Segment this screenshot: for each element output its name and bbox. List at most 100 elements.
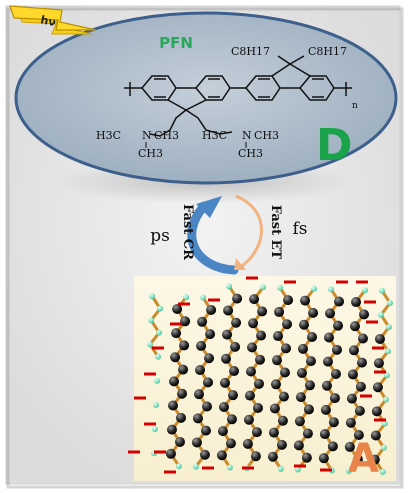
negative-charge bbox=[320, 468, 332, 472]
carbon-atom bbox=[304, 380, 315, 391]
carbon-atom bbox=[352, 454, 363, 465]
carbon-atom bbox=[269, 403, 280, 414]
negative-charge bbox=[374, 370, 386, 374]
carbon-atom bbox=[296, 367, 307, 378]
carbon-atom bbox=[305, 356, 316, 367]
carbon-atom bbox=[307, 332, 318, 343]
carbon-atom bbox=[372, 382, 383, 393]
hydrogen-atom bbox=[379, 287, 386, 294]
left-prefix: H3C bbox=[96, 129, 121, 142]
carbon-atom bbox=[359, 309, 370, 320]
hydrogen-atom bbox=[226, 283, 233, 290]
carbon-atom bbox=[200, 425, 211, 436]
fast-cr-label: Fast CR bbox=[180, 204, 195, 260]
carbon-atom bbox=[171, 328, 182, 339]
carbon-atom bbox=[256, 330, 267, 341]
carbon-atom bbox=[268, 427, 279, 438]
carbon-atom bbox=[274, 306, 285, 317]
negative-charge bbox=[178, 302, 190, 306]
hydrogen-atom bbox=[155, 353, 162, 360]
hydrogen-atom bbox=[380, 444, 387, 451]
carbon-atom bbox=[330, 368, 341, 379]
hydrogen-atom bbox=[277, 284, 284, 291]
negative-charge bbox=[202, 466, 214, 470]
carbon-atom bbox=[249, 294, 260, 305]
carbon-atom bbox=[294, 416, 305, 427]
carbon-atom bbox=[318, 453, 329, 464]
alkyl-left-label: C8H17 bbox=[231, 45, 270, 58]
hydrogen-atom bbox=[147, 341, 154, 348]
carbon-atom bbox=[178, 364, 189, 375]
carbon-atom bbox=[277, 415, 288, 426]
carbon-atom bbox=[220, 377, 231, 388]
carbon-atom bbox=[196, 340, 207, 351]
carbon-atom bbox=[283, 295, 294, 306]
carbon-atom bbox=[346, 393, 357, 404]
hydrogen-atom bbox=[192, 463, 199, 470]
carbon-atom bbox=[303, 404, 314, 415]
carbon-atom bbox=[302, 428, 313, 439]
hydrogen-atom bbox=[153, 402, 160, 409]
carbon-atom bbox=[204, 353, 215, 364]
carbon-atom bbox=[205, 329, 216, 340]
carbon-atom bbox=[276, 439, 287, 450]
left-bottom: CH3 bbox=[138, 147, 163, 160]
negative-charge bbox=[144, 422, 156, 426]
side-chain-left: H3C N CH3 CH3 bbox=[96, 129, 179, 160]
negative-charge bbox=[356, 280, 368, 284]
pfn-structure bbox=[124, 55, 352, 137]
repeat-n-label: n bbox=[352, 101, 358, 111]
carbon-atom bbox=[351, 297, 362, 308]
carbon-atom bbox=[229, 366, 240, 377]
fast-et-arrow bbox=[235, 194, 263, 268]
carbon-atom bbox=[194, 389, 205, 400]
carbon-atom bbox=[232, 293, 243, 304]
carbon-atom bbox=[301, 452, 312, 463]
carbon-atom bbox=[267, 451, 278, 462]
negative-charge bbox=[364, 300, 376, 304]
carbon-atom bbox=[295, 392, 306, 403]
carbon-atom bbox=[350, 321, 361, 332]
carbon-atom bbox=[355, 381, 366, 392]
carbon-atom bbox=[370, 430, 381, 441]
hydrogen-atom bbox=[311, 285, 318, 292]
carbon-atom bbox=[298, 343, 309, 354]
carbon-atom bbox=[345, 417, 356, 428]
carbon-atom bbox=[278, 391, 289, 402]
carbon-atom bbox=[354, 405, 365, 416]
carbon-atom bbox=[170, 352, 181, 363]
negative-charge bbox=[208, 298, 220, 302]
hydrogen-atom bbox=[157, 305, 164, 312]
carbon-atom bbox=[191, 437, 202, 448]
fast-cr-arrow bbox=[187, 201, 239, 275]
alkyl-right-label: C8H17 bbox=[308, 45, 347, 58]
carbon-atom bbox=[356, 357, 367, 368]
hydrogen-atom bbox=[378, 311, 385, 318]
hydrogen-atom bbox=[345, 467, 352, 474]
carbon-atom bbox=[328, 417, 339, 428]
carbon-atom bbox=[353, 430, 364, 441]
carbon-atom bbox=[300, 295, 311, 306]
light-bolt-icon bbox=[9, 5, 97, 35]
carbon-atom bbox=[257, 306, 268, 317]
carbon-atom bbox=[325, 308, 336, 319]
carbon-atom bbox=[175, 412, 186, 423]
carbon-atom bbox=[371, 406, 382, 417]
carbon-atom bbox=[252, 402, 263, 413]
carbon-atom bbox=[320, 404, 331, 415]
fast-et-label: Fast ET bbox=[268, 205, 283, 260]
carbon-atom bbox=[334, 296, 345, 307]
carbon-atom bbox=[201, 401, 212, 412]
negative-charges bbox=[128, 276, 386, 474]
carbon-atom bbox=[308, 307, 319, 318]
carbon-atom bbox=[225, 438, 236, 449]
carbon-atom bbox=[168, 400, 179, 411]
carbon-atom bbox=[177, 388, 188, 399]
negative-charge bbox=[128, 450, 140, 454]
negative-charge bbox=[246, 276, 258, 280]
hydrogen-atom bbox=[362, 287, 369, 294]
carbon-atom bbox=[293, 440, 304, 451]
carbon-atom bbox=[299, 319, 310, 330]
carbon-atom bbox=[373, 358, 384, 369]
